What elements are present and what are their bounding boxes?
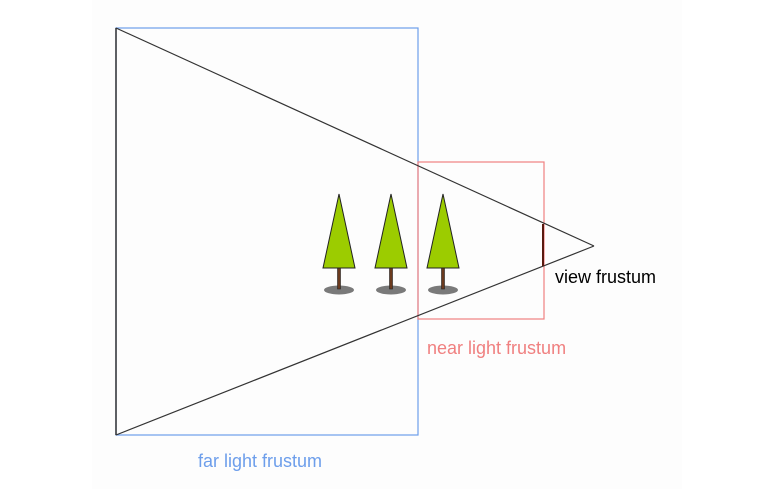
tree-icon	[374, 193, 408, 295]
view-frustum-label: view frustum	[555, 267, 657, 287]
far-light-frustum-label: far light frustum	[198, 451, 323, 471]
view-frustum-top-edge	[115, 27, 595, 247]
near-light-frustum-label: near light frustum	[427, 338, 567, 358]
tree-icon	[426, 193, 460, 295]
view-frustum-bottom-edge	[115, 245, 595, 436]
tree-icon	[322, 193, 356, 295]
